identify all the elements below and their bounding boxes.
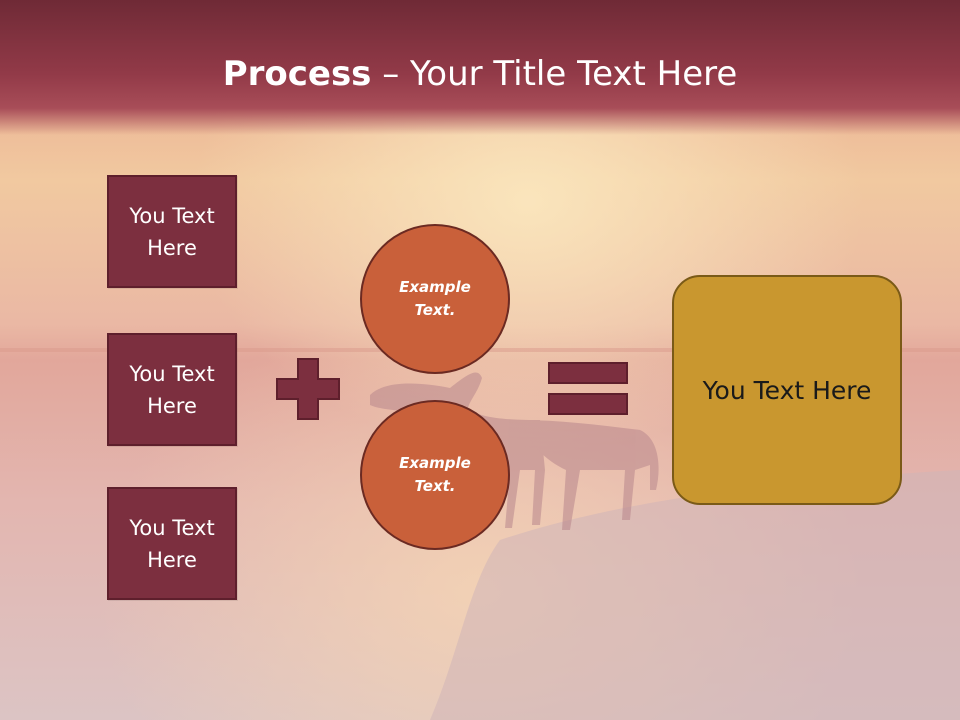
result-box[interactable]: You Text Here bbox=[672, 275, 902, 505]
circle-2[interactable]: Example Text. bbox=[360, 400, 510, 550]
equals-icon bbox=[548, 362, 628, 415]
slide-title[interactable]: Process – Your Title Text Here bbox=[0, 52, 960, 96]
left-box-label: You Text Here bbox=[129, 515, 215, 572]
left-box-label: You Text Here bbox=[129, 361, 215, 418]
circle-label: Example Text. bbox=[399, 278, 471, 319]
left-box-3[interactable]: You Text Here bbox=[107, 487, 237, 600]
title-rest: – Your Title Text Here bbox=[371, 54, 738, 94]
left-box-1[interactable]: You Text Here bbox=[107, 175, 237, 288]
title-bar bbox=[0, 0, 960, 135]
left-box-2[interactable]: You Text Here bbox=[107, 333, 237, 446]
plus-icon bbox=[276, 358, 340, 420]
circle-1[interactable]: Example Text. bbox=[360, 224, 510, 374]
circle-label: Example Text. bbox=[399, 454, 471, 495]
left-box-label: You Text Here bbox=[129, 203, 215, 260]
title-bold: Process bbox=[222, 54, 372, 94]
result-label: You Text Here bbox=[702, 375, 872, 405]
